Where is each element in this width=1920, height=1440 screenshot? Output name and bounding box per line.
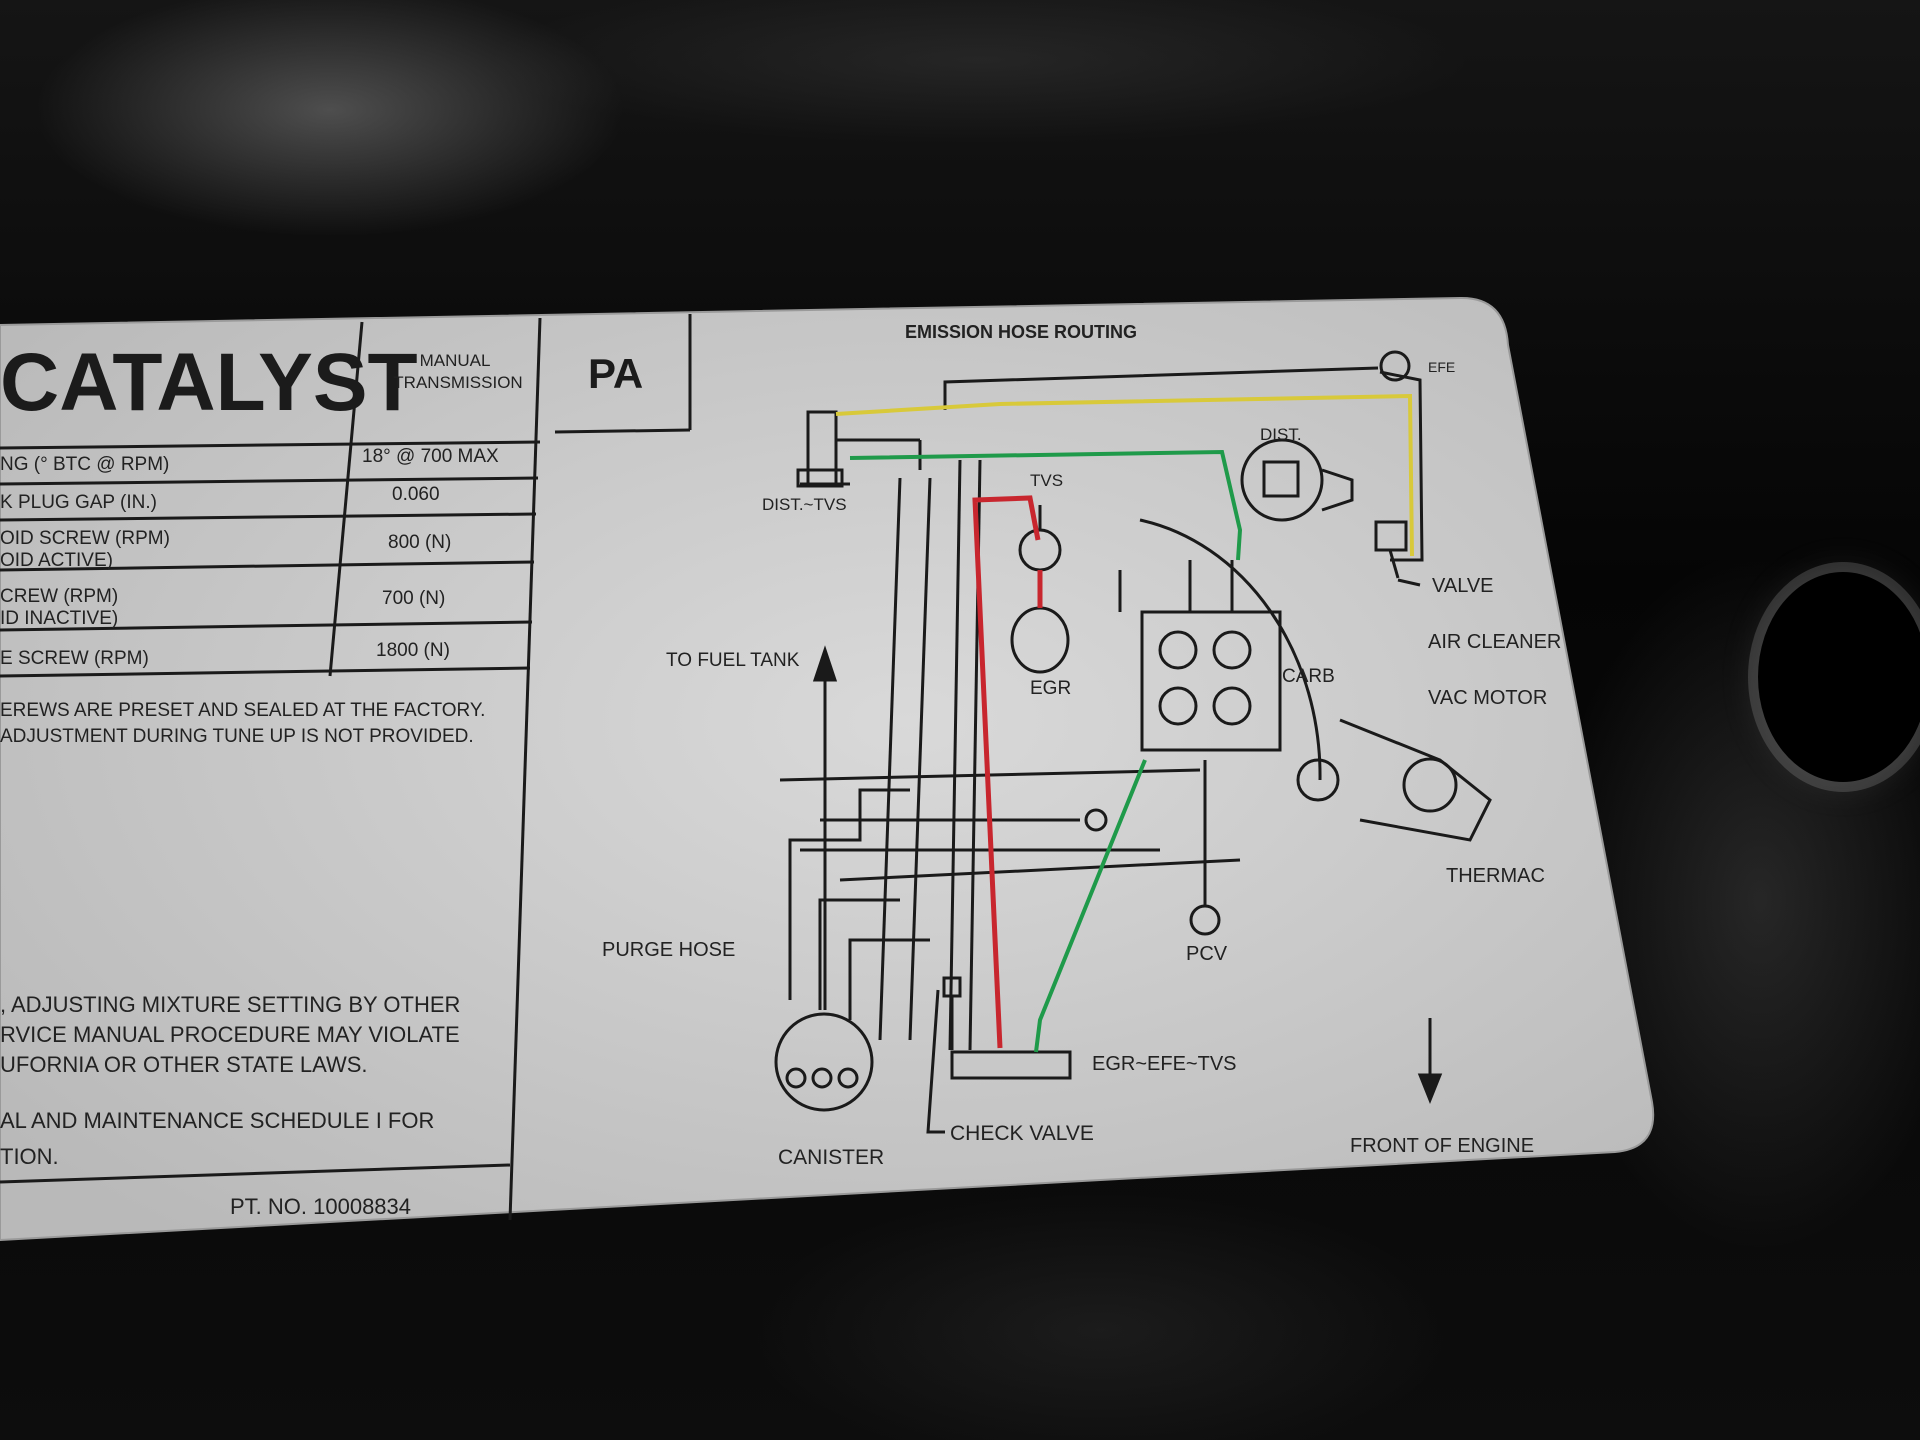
label-carb: CARB xyxy=(1282,666,1335,687)
label-valve: VALVE xyxy=(1432,575,1494,597)
label-egr-efe-tvs: EGR~EFE~TVS xyxy=(1092,1053,1237,1075)
label-to-fuel-tank: TO FUEL TANK xyxy=(666,650,800,671)
schedule-line2: TION. xyxy=(0,1144,59,1169)
label-front-of-engine: FRONT OF ENGINE xyxy=(1350,1135,1534,1157)
preset-note-line1: EREWS ARE PRESET AND SEALED AT THE FACTO… xyxy=(0,700,485,721)
row-label: K PLUG GAP (IN.) xyxy=(0,492,157,513)
transmission-line1: MANUAL xyxy=(420,351,491,370)
green-hose-bottom xyxy=(1034,759,1147,1053)
hood-hole xyxy=(1758,572,1920,782)
label-efe: EFE xyxy=(1428,359,1455,375)
warning-line3: UFORNIA OR OTHER STATE LAWS. xyxy=(0,1052,368,1077)
row-label: OID SCREW (RPM) xyxy=(0,528,170,549)
warning-line1: , ADJUSTING MIXTURE SETTING BY OTHER xyxy=(0,992,460,1017)
diagram-title: EMISSION HOSE ROUTING xyxy=(905,322,1137,342)
row-label2: ID INACTIVE) xyxy=(0,608,118,629)
row-label2: OID ACTIVE) xyxy=(0,550,113,571)
label-egr: EGR xyxy=(1030,678,1071,699)
row-label: CREW (RPM) xyxy=(0,586,118,607)
transmission-line2: TRANSMISSION xyxy=(393,373,522,392)
hose-diagram xyxy=(774,350,1492,1134)
row-value: 800 (N) xyxy=(388,532,451,553)
red-hose-egr xyxy=(972,495,1041,1049)
preset-note-line2: ADJUSTMENT DURING TUNE UP IS NOT PROVIDE… xyxy=(0,726,474,747)
label-pcv: PCV xyxy=(1186,943,1228,965)
label-vac-motor: VAC MOTOR xyxy=(1428,687,1547,709)
code-pa: PA xyxy=(588,350,643,397)
label-canister: CANISTER xyxy=(778,1146,884,1169)
label-air-cleaner: AIR CLEANER xyxy=(1428,631,1561,653)
label-thermac: THERMAC xyxy=(1446,865,1545,887)
label-dist: DIST. xyxy=(1260,425,1302,444)
row-value: 18° @ 700 MAX xyxy=(362,446,499,467)
label-purge-hose: PURGE HOSE xyxy=(602,939,735,961)
schedule-line1: AL AND MAINTENANCE SCHEDULE I FOR xyxy=(0,1108,434,1133)
warning-line2: RVICE MANUAL PROCEDURE MAY VIOLATE xyxy=(0,1022,460,1047)
green-hose-top xyxy=(849,449,1243,561)
label-tvs: TVS xyxy=(1030,471,1063,490)
row-label: NG (° BTC @ RPM) xyxy=(0,454,169,475)
part-number: PT. NO. 10008834 xyxy=(230,1194,411,1219)
row-value: 0.060 xyxy=(392,484,440,505)
label-check-valve: CHECK VALVE xyxy=(950,1122,1094,1145)
row-label: E SCREW (RPM) xyxy=(0,648,149,669)
left-panel xyxy=(0,314,692,1221)
label-dist-tvs: DIST.~TVS xyxy=(762,495,847,514)
row-value: 700 (N) xyxy=(382,588,445,609)
yellow-hose xyxy=(835,393,1414,557)
catalyst-title: CATALYST xyxy=(0,337,418,428)
label-sticker xyxy=(0,296,1655,1242)
row-value: 1800 (N) xyxy=(376,640,450,661)
